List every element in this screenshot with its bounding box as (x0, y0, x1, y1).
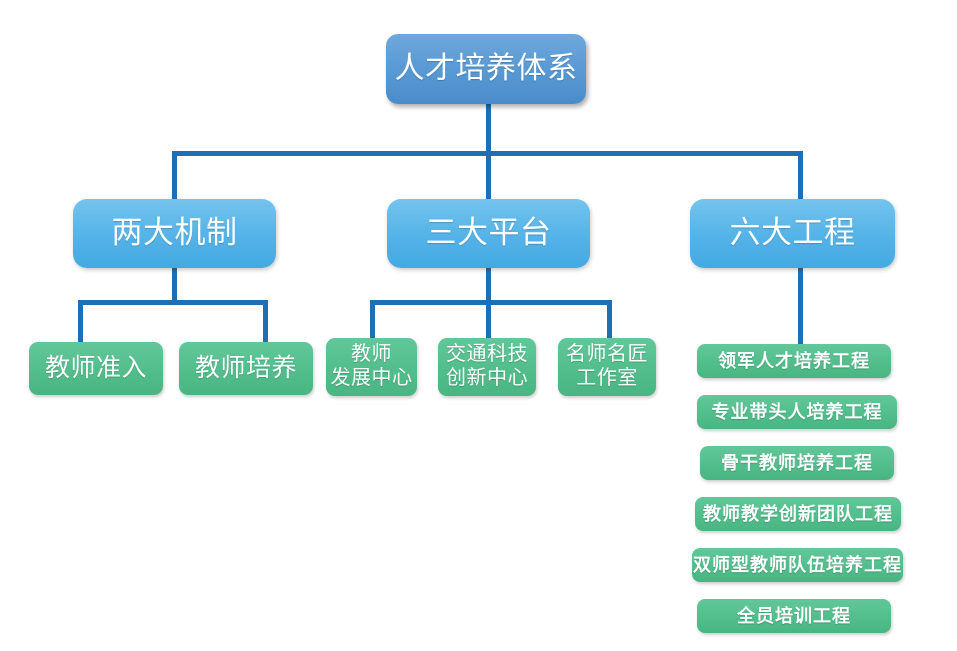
connector-root-stem (486, 104, 491, 154)
connector-drop-teacher-training (263, 300, 268, 342)
node-project-teaching-innovation-team[interactable]: 教师教学创新团队工程 (695, 497, 901, 531)
node-leaf-teacher-entry[interactable]: 教师准入 (29, 342, 163, 395)
node-leaf-transport-tech-innovation-center[interactable]: 交通科技 创新中心 (438, 338, 536, 396)
node-project-discipline-leader[interactable]: 专业带头人培养工程 (697, 395, 897, 429)
node-leaf-teacher-development-center[interactable]: 教师 发展中心 (326, 338, 417, 396)
connector-stem-branch-3 (798, 268, 803, 344)
node-project-dual-qualified-teacher-team[interactable]: 双师型教师队伍培养工程 (692, 548, 903, 582)
node-project-backbone-teacher[interactable]: 骨干教师培养工程 (700, 446, 894, 480)
node-branch-six-projects[interactable]: 六大工程 (690, 199, 895, 268)
connector-stem-branch-2 (486, 268, 491, 303)
connector-stem-branch-1 (172, 268, 177, 303)
node-project-leading-talent[interactable]: 领军人才培养工程 (697, 344, 891, 378)
connector-bus-branch-2 (370, 300, 612, 305)
node-project-all-staff-training[interactable]: 全员培训工程 (697, 599, 891, 633)
connector-drop-branch-3 (798, 151, 803, 201)
connector-drop-dev-center (370, 300, 375, 338)
connector-bus-branch-1 (78, 300, 268, 305)
connector-drop-branch-1 (172, 151, 177, 201)
node-root-talent-system[interactable]: 人才培养体系 (386, 34, 586, 104)
node-leaf-teacher-training[interactable]: 教师培养 (179, 342, 313, 395)
node-branch-three-platforms[interactable]: 三大平台 (387, 199, 590, 268)
node-leaf-master-craftsman-studio[interactable]: 名师名匠 工作室 (558, 338, 656, 396)
connector-drop-teacher-entry (78, 300, 83, 342)
connector-drop-branch-2 (486, 151, 491, 201)
connector-drop-innovation-center (486, 300, 491, 338)
connector-drop-master-studio (607, 300, 612, 338)
node-branch-two-mechanisms[interactable]: 两大机制 (73, 199, 276, 268)
